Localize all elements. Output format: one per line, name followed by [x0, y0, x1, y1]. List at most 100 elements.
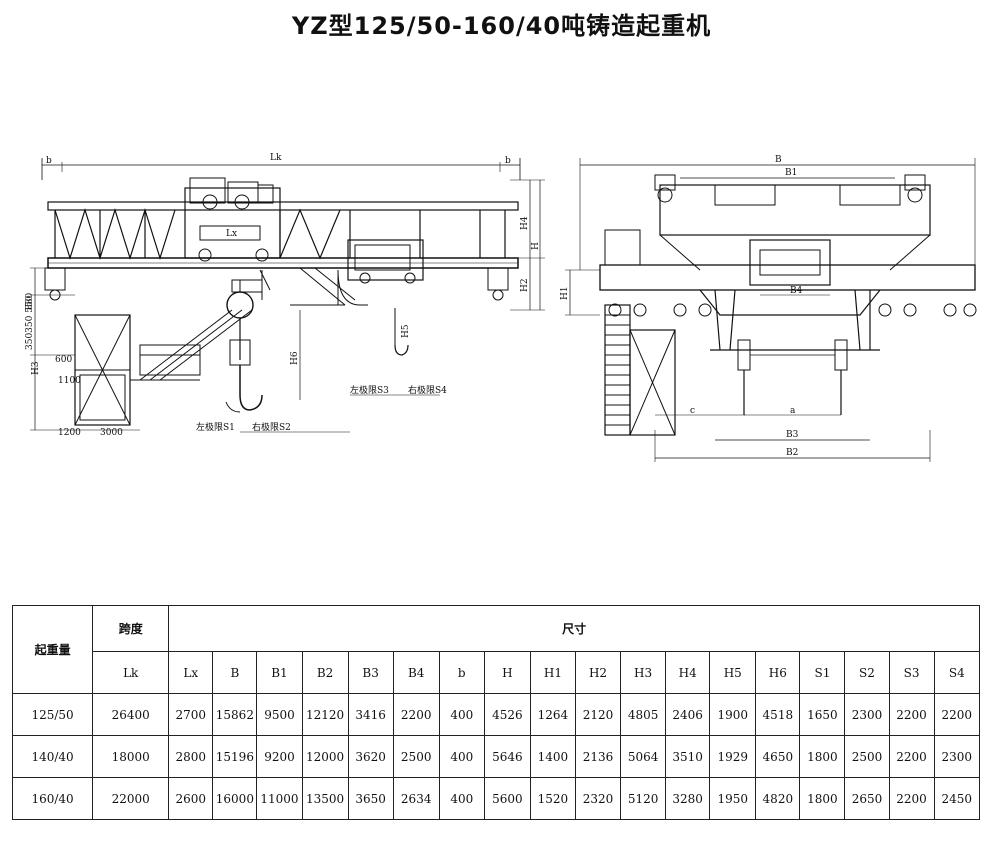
value-cell: 400	[438, 735, 485, 778]
value-cell: 2650	[844, 777, 890, 820]
value-cell: 2450	[933, 777, 981, 820]
value-cell: 1264	[529, 693, 576, 736]
value-cell: 12000	[301, 735, 349, 778]
column-header: H2	[574, 651, 622, 694]
column-header: H3	[620, 651, 667, 694]
page-title: YZ型125/50-160/40吨铸造起重机	[291, 12, 712, 40]
left-limit-s3-label: 左极限S3	[350, 384, 389, 396]
value-cell: 3620	[347, 735, 394, 778]
value-cell: 2700	[168, 693, 214, 736]
value-cell: 2300	[844, 693, 890, 736]
value-cell: 2200	[888, 693, 935, 736]
column-header: S1	[799, 651, 846, 694]
value-cell: 4526	[483, 693, 531, 736]
B1-label: B1	[785, 168, 797, 178]
right-limit-s2-label: 右极限S2	[252, 421, 291, 433]
b-label-left: b	[46, 156, 52, 166]
side-elevation-view: Lk b b Lx	[25, 153, 545, 438]
crane-technical-drawing: Lk b b Lx	[25, 153, 977, 462]
dim-1200-label: 1200	[58, 428, 81, 438]
value-cell: 16000	[212, 777, 258, 820]
value-cell: 1400	[529, 735, 576, 778]
value-cell: 5120	[620, 777, 667, 820]
h-label: H	[531, 242, 541, 250]
h6-label: H6	[290, 351, 300, 365]
value-cell: 13500	[301, 777, 349, 820]
value-cell: 9200	[256, 735, 303, 778]
value-cell: 5064	[620, 735, 667, 778]
B3-label: B3	[786, 430, 799, 440]
span-header: 跨度	[92, 605, 170, 652]
value-cell: 2200	[888, 735, 935, 778]
B2-label: B2	[786, 448, 798, 458]
c-label: c	[690, 406, 695, 416]
value-cell: 15862	[212, 693, 258, 736]
column-header: H4	[665, 651, 711, 694]
B-label: B	[775, 155, 782, 165]
value-cell: 2200	[888, 777, 935, 820]
value-cell: 4518	[755, 693, 801, 736]
value-cell: 2800	[168, 735, 214, 778]
column-header: Lx	[168, 651, 214, 694]
a-label: a	[790, 406, 796, 416]
value-cell: 2500	[844, 735, 890, 778]
value-cell: 1800	[799, 735, 846, 778]
value-cell: 1650	[799, 693, 846, 736]
value-cell: 1929	[709, 735, 757, 778]
value-cell: 4820	[755, 777, 801, 820]
value-cell: 2136	[574, 735, 622, 778]
value-cell: 2320	[574, 777, 622, 820]
end-elevation-view: B B1 B4	[560, 155, 977, 462]
value-cell: 3650	[347, 777, 394, 820]
column-header: B1	[256, 651, 303, 694]
value-cell: 26400	[92, 693, 170, 736]
column-header: b	[438, 651, 485, 694]
value-cell: 1800	[799, 777, 846, 820]
column-header: H6	[755, 651, 801, 694]
column-header: B4	[392, 651, 440, 694]
table-header-row-columns: Lk Lx B B1 B2 B3 B4 b H H1 H2 H3 H4 H5 H…	[13, 651, 981, 694]
value-cell: 400	[438, 777, 485, 820]
value-cell: 9500	[256, 693, 303, 736]
dim-3000-label: 3000	[100, 428, 123, 438]
right-limit-s4-label: 右极限S4	[408, 384, 447, 396]
column-header: B	[212, 651, 258, 694]
column-header: S4	[933, 651, 981, 694]
value-cell: 2634	[392, 777, 440, 820]
table-header-row-top: 起重量 跨度 尺寸	[11, 605, 980, 694]
value-cell: 2600	[168, 777, 214, 820]
B4-label: B4	[790, 286, 803, 296]
value-cell: 5600	[483, 777, 531, 820]
spec-table: 起重量 跨度 尺寸 Lk Lx B B1 B2 B3 B4 b H H1 H2 …	[11, 605, 981, 820]
value-cell: 22000	[92, 777, 170, 820]
dim-1100-label: 1100	[58, 376, 81, 386]
value-cell: 3510	[665, 735, 711, 778]
column-header: Lk	[92, 651, 170, 694]
value-cell: 3280	[665, 777, 711, 820]
lk-label: Lk	[270, 153, 282, 163]
value-cell: 1900	[709, 693, 757, 736]
value-cell: 2200	[933, 693, 981, 736]
dim-880-label: 880	[25, 293, 35, 310]
value-cell: 5646	[483, 735, 531, 778]
value-cell: 2500	[392, 735, 440, 778]
dim-350-label: 350350 550	[25, 295, 35, 350]
value-cell: 2200	[392, 693, 440, 736]
left-limit-s1-label: 左极限S1	[196, 421, 235, 433]
column-header: B3	[347, 651, 394, 694]
h5-label: H5	[401, 324, 411, 338]
capacity-cell: 140/40	[11, 735, 94, 778]
value-cell: 4650	[755, 735, 801, 778]
h3-label: H3	[31, 361, 41, 375]
value-cell: 2406	[665, 693, 711, 736]
value-cell: 3416	[347, 693, 394, 736]
column-header: H1	[529, 651, 576, 694]
value-cell: 11000	[256, 777, 303, 820]
value-cell: 2120	[574, 693, 622, 736]
value-cell: 15196	[212, 735, 258, 778]
column-header: S3	[888, 651, 935, 694]
